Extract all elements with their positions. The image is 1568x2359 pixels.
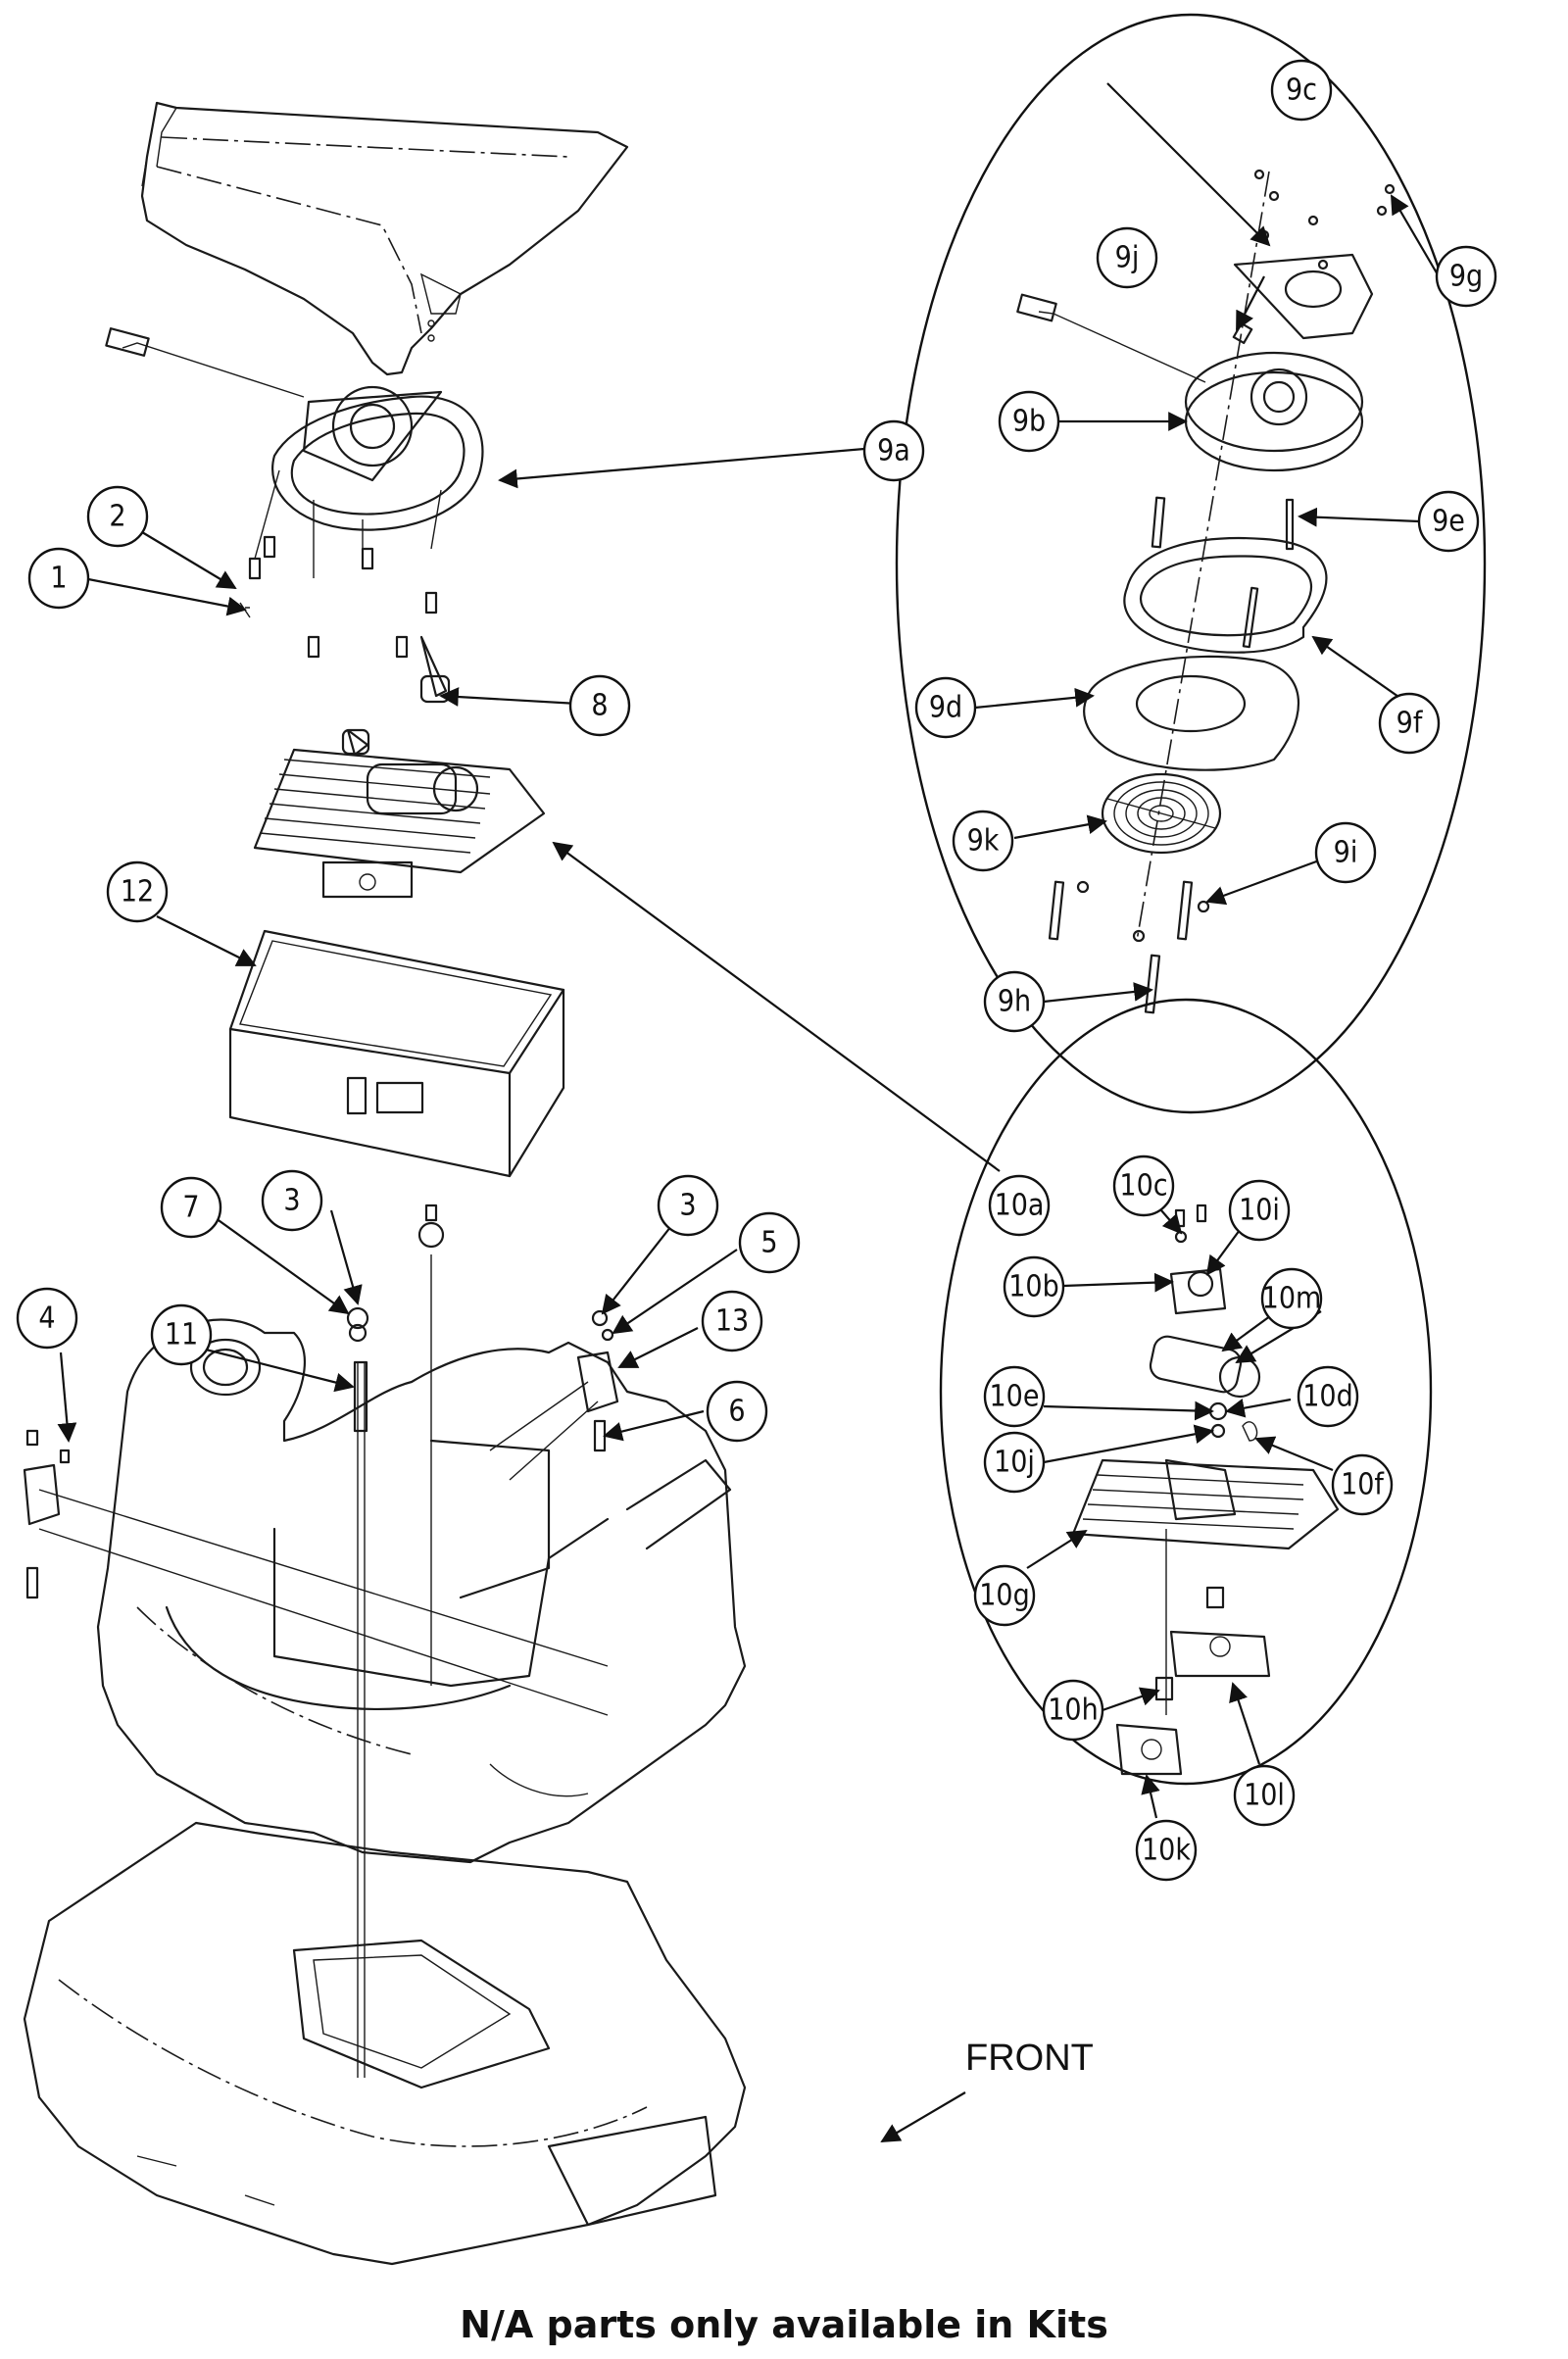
callout-12: 12 [106,860,169,923]
svg-text:10l: 10l [1244,1779,1285,1813]
callout-7: 7 [160,1176,222,1239]
footnote: N/A parts only available in Kits [460,2303,1108,2346]
rods-and-fasteners [23,1204,619,2078]
svg-text:10h: 10h [1048,1694,1098,1728]
callout-10f: 10f [1331,1453,1394,1516]
callout-10b: 10b [1003,1255,1065,1318]
callout-10h: 10h [1042,1679,1104,1742]
callout-10e: 10e [983,1365,1046,1428]
callout-9i: 9i [1314,821,1377,884]
svg-text:10c: 10c [1119,1169,1167,1204]
heater-plate [253,635,546,899]
callout-9b: 9b [998,390,1060,453]
svg-text:8: 8 [591,689,608,723]
svg-text:10g: 10g [979,1579,1029,1613]
svg-text:1: 1 [50,562,67,596]
svg-text:6: 6 [728,1395,745,1429]
svg-text:10b: 10b [1008,1270,1058,1304]
callout-10a: 10a [988,1174,1051,1237]
callout-1: 1 [27,547,90,610]
svg-text:9i: 9i [1334,836,1358,870]
callout-8: 8 [568,674,631,737]
callout-3-left: 3 [261,1169,323,1232]
fan-assembly [105,327,484,659]
callouts: 1 2 3 3 4 5 6 7 8 11 12 13 9a 9b 9c 9d 9… [16,59,1497,1882]
callout-9h: 9h [983,970,1046,1033]
svg-text:10j: 10j [994,1446,1035,1480]
svg-text:2: 2 [109,500,125,534]
svg-text:9c: 9c [1286,74,1317,108]
svg-text:10i: 10i [1239,1194,1280,1228]
svg-text:11: 11 [165,1318,198,1352]
svg-text:9e: 9e [1432,505,1465,539]
callout-13: 13 [701,1290,763,1352]
svg-text:9a: 9a [877,434,910,468]
svg-text:12: 12 [121,875,154,909]
svg-text:10a: 10a [995,1189,1045,1223]
callout-10c: 10c [1112,1155,1175,1217]
callout-9j: 9j [1096,226,1158,289]
front-label: FRONT [965,2038,1094,2079]
callout-5: 5 [738,1211,801,1274]
callout-11: 11 [150,1303,213,1366]
svg-text:3: 3 [679,1189,696,1223]
svg-text:7: 7 [182,1191,199,1225]
svg-text:10k: 10k [1142,1834,1191,1868]
callout-10m: 10m [1260,1267,1323,1330]
callout-10d: 10d [1297,1365,1359,1428]
svg-text:9g: 9g [1449,260,1483,294]
callout-10j: 10j [983,1431,1046,1494]
seat [140,101,629,376]
callout-10k: 10k [1135,1819,1198,1882]
box [228,929,565,1178]
callout-4: 4 [16,1287,78,1350]
callout-9k: 9k [952,810,1014,872]
svg-text:9h: 9h [998,985,1031,1019]
callout-3-right: 3 [657,1174,719,1237]
callout-9a: 9a [862,419,925,482]
svg-text:10m: 10m [1262,1282,1322,1316]
svg-text:9d: 9d [929,691,962,725]
svg-text:13: 13 [715,1304,749,1339]
svg-text:9b: 9b [1012,405,1046,439]
svg-text:9k: 9k [967,824,1000,859]
callout-10l: 10l [1233,1764,1296,1827]
callout-2: 2 [86,485,149,548]
base [23,1821,747,2266]
svg-text:9j: 9j [1115,241,1140,275]
callout-9g: 9g [1435,245,1497,308]
detail-9 [895,13,1487,1114]
svg-text:9f: 9f [1396,707,1424,741]
callout-10i: 10i [1228,1179,1291,1242]
leader-lines [57,82,1440,2143]
callout-9f: 9f [1378,692,1441,755]
svg-text:10f: 10f [1341,1468,1385,1502]
callout-9d: 9d [914,676,977,739]
callout-10g: 10g [973,1564,1036,1627]
callout-6: 6 [706,1380,768,1443]
tub-body [96,1318,747,1864]
svg-text:10e: 10e [990,1380,1040,1414]
svg-text:3: 3 [283,1184,300,1218]
callout-9c: 9c [1270,59,1333,122]
svg-text:4: 4 [38,1302,55,1336]
svg-text:10d: 10d [1302,1380,1352,1414]
callout-9e: 9e [1417,490,1480,553]
svg-text:5: 5 [760,1226,777,1260]
